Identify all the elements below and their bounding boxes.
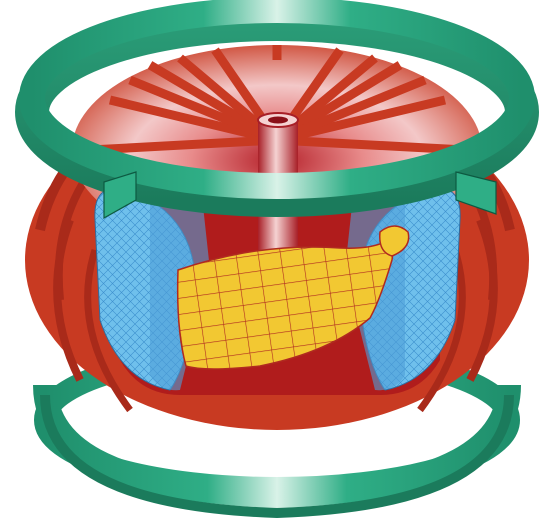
tokamak-svg [0,0,554,528]
tokamak-diagram [0,0,554,528]
